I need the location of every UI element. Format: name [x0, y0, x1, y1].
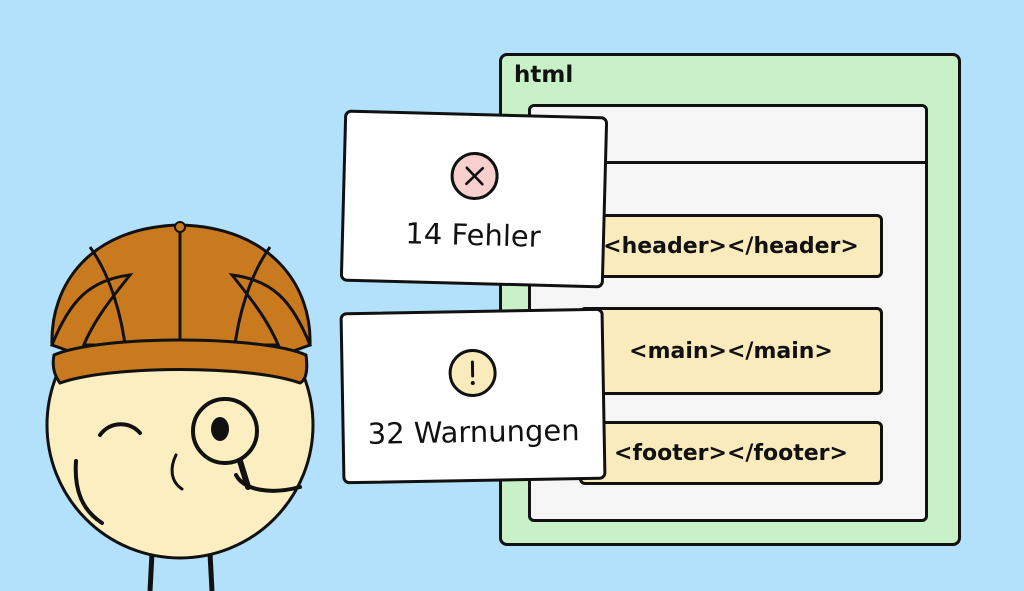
deerstalker-hat — [50, 221, 312, 385]
html-label: html — [514, 62, 574, 88]
warnings-count: 32 Warnungen — [367, 413, 580, 451]
x-circle-icon — [449, 151, 500, 201]
errors-card: 14 Fehler — [339, 109, 609, 289]
exclamation-circle-icon — [448, 348, 498, 398]
header-tag-text: <header></header> — [603, 233, 859, 259]
detective-character — [45, 221, 315, 591]
footer-tag-block: <footer></footer> — [579, 421, 883, 485]
nose — [170, 453, 184, 491]
magnifying-glass — [191, 397, 259, 490]
warnings-card: 32 Warnungen — [339, 307, 607, 485]
main-tag-block: <main></main> — [579, 307, 883, 395]
main-tag-text: <main></main> — [629, 338, 833, 364]
footer-tag-text: <footer></footer> — [614, 440, 848, 466]
browser-title-bar — [531, 107, 925, 164]
html-document-frame: html <header></header> <main></main> <fo… — [499, 53, 961, 546]
right-leg — [207, 552, 215, 591]
left-leg — [147, 552, 155, 591]
cheek-line — [73, 459, 104, 525]
winking-eye — [98, 422, 142, 437]
header-tag-block: <header></header> — [579, 214, 883, 278]
errors-count: 14 Fehler — [404, 216, 542, 254]
browser-window: <header></header> <main></main> <footer>… — [528, 104, 928, 522]
hand — [234, 473, 302, 493]
